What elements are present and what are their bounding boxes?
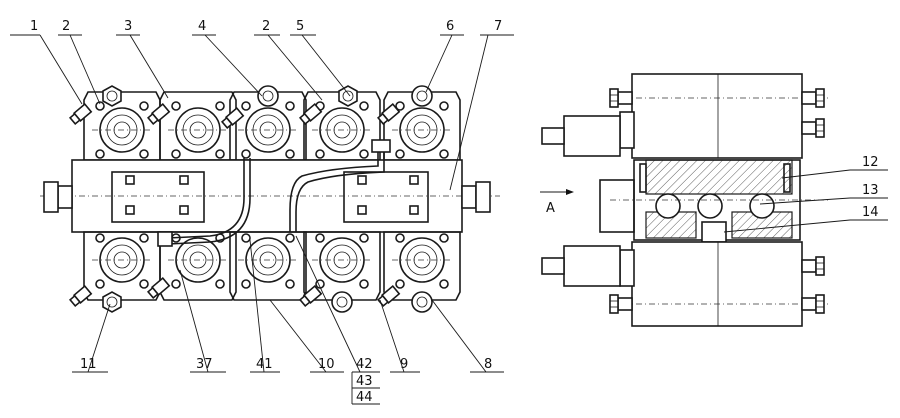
callout-3: 3 <box>124 19 132 34</box>
callout-7: 7 <box>494 19 502 34</box>
callout-5: 5 <box>296 19 304 34</box>
callout-11: 11 <box>80 357 97 372</box>
front-view: 1 2 3 4 2 5 6 7 11 37 41 10 42 43 44 9 8 <box>10 19 514 405</box>
callout-42: 42 <box>356 357 373 372</box>
side-view: A 12 13 14 <box>540 73 888 327</box>
view-label-a: A <box>546 201 555 216</box>
callout-9: 9 <box>400 357 408 372</box>
callout-12: 12 <box>862 155 879 170</box>
top-valve-row <box>69 85 461 161</box>
callout-2-second: 2 <box>262 19 270 34</box>
callout-43: 43 <box>356 374 373 389</box>
callout-8: 8 <box>484 357 492 372</box>
view-arrow: A <box>540 189 574 216</box>
callout-14: 14 <box>862 205 879 220</box>
callout-2: 2 <box>62 19 70 34</box>
callout-1: 1 <box>30 19 38 34</box>
leader-lines <box>10 34 514 405</box>
callout-37: 37 <box>196 357 213 372</box>
callout-13: 13 <box>862 183 879 198</box>
bottom-valve-row <box>69 231 461 313</box>
callout-44: 44 <box>356 390 373 405</box>
callout-6: 6 <box>446 19 454 34</box>
callout-41: 41 <box>256 357 273 372</box>
manifold-block <box>40 139 500 245</box>
callout-4: 4 <box>198 19 206 34</box>
callout-10: 10 <box>318 357 335 372</box>
